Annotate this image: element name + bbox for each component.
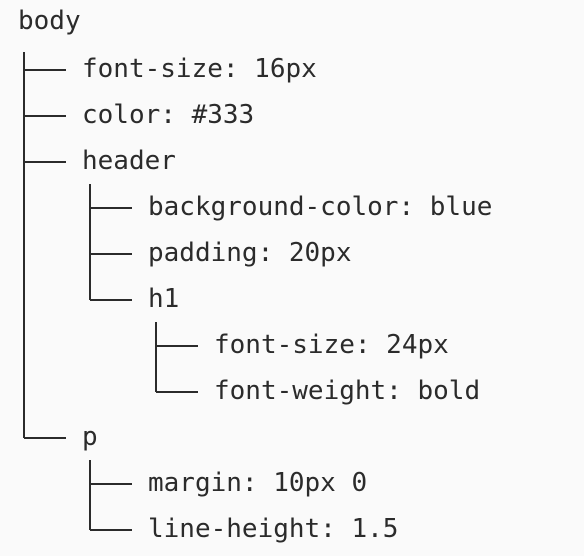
- node-header: header: [82, 146, 176, 176]
- node-background-color: background-color: blue: [148, 192, 493, 222]
- node-body: body: [18, 6, 81, 36]
- node-p: p: [82, 422, 98, 452]
- node-h1-font-weight: font-weight: bold: [214, 376, 481, 406]
- node-color: color: #333: [82, 100, 255, 130]
- node-h1-font-size: font-size: 24px: [214, 330, 449, 360]
- node-font-size: font-size: 16px: [82, 54, 317, 84]
- node-margin: margin: 10px 0: [148, 468, 368, 498]
- node-line-height: line-height: 1.5: [148, 514, 399, 544]
- node-h1: h1: [148, 284, 180, 314]
- node-padding: padding: 20px: [148, 238, 352, 268]
